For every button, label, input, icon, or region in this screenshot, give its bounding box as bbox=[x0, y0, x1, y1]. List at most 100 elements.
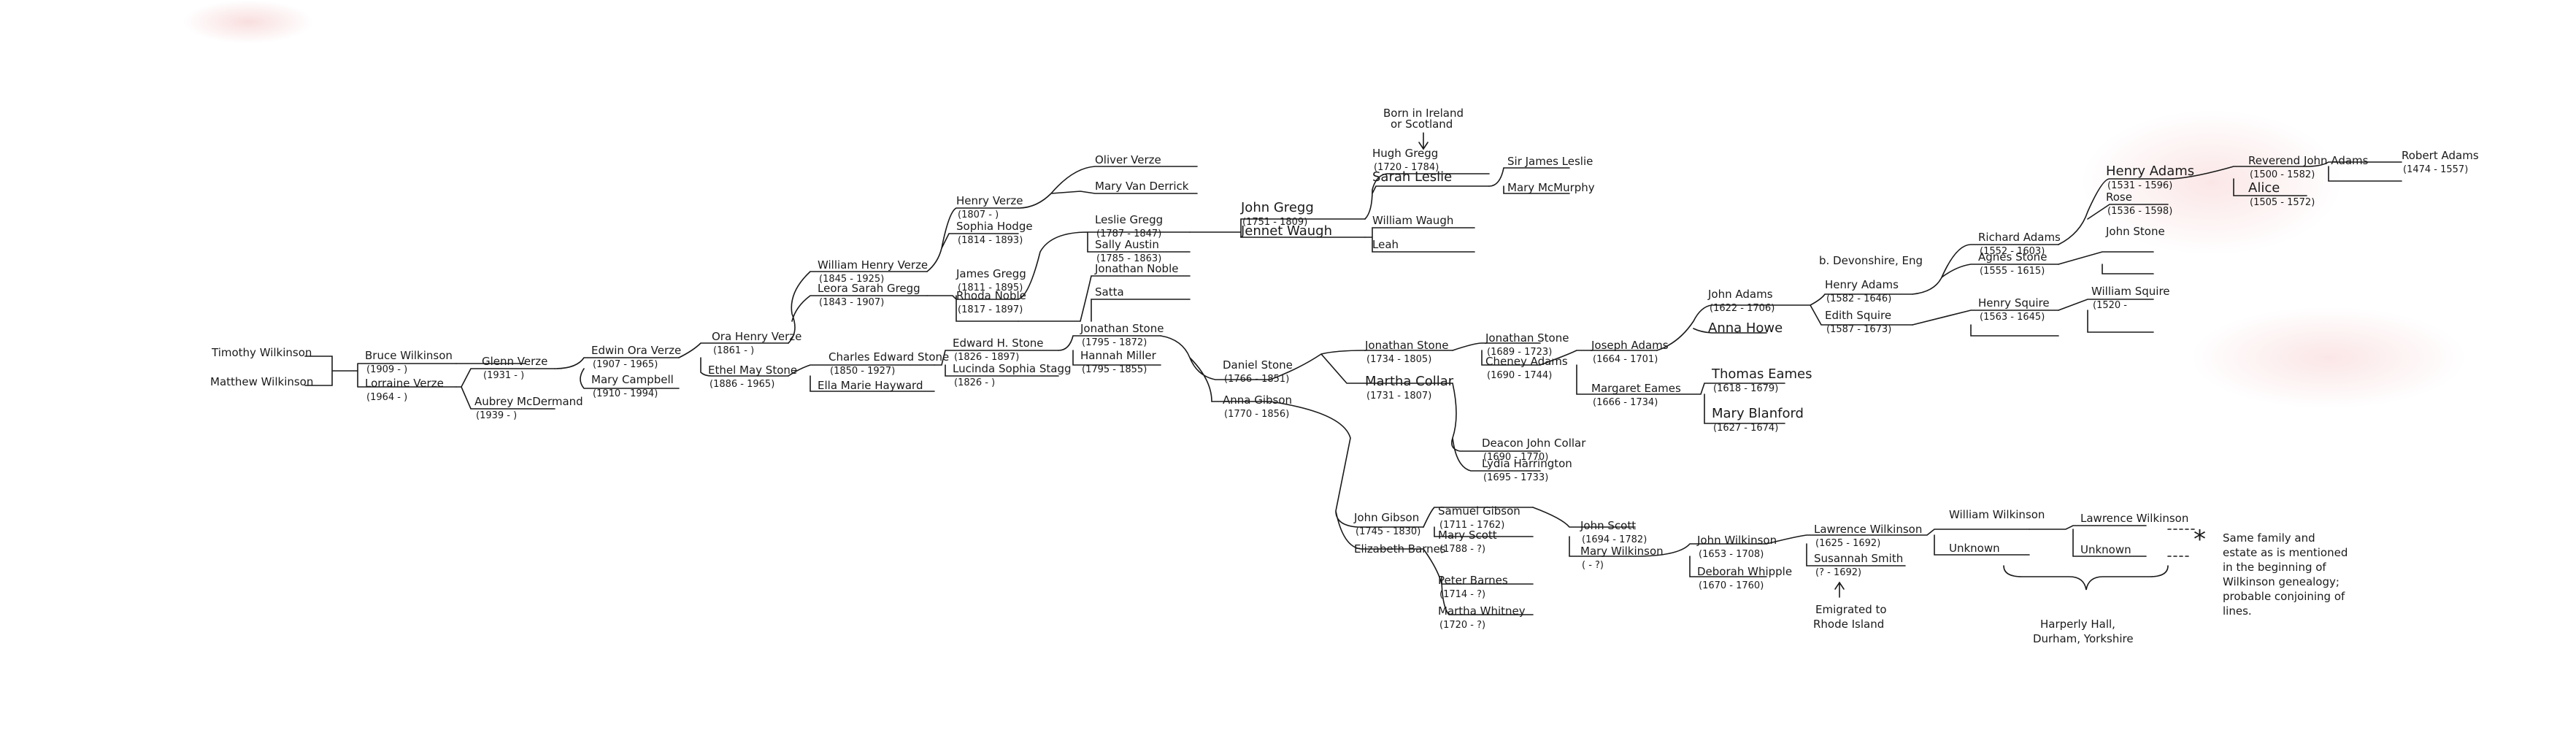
person-name: Sophia Hodge bbox=[956, 220, 1033, 233]
person-dates: (1811 - 1895) bbox=[958, 283, 1023, 293]
person-dates: (1861 - ) bbox=[713, 345, 754, 356]
person-name: Sir James Leslie bbox=[1507, 155, 1593, 168]
person-dates: (1670 - 1760) bbox=[1699, 580, 1764, 591]
person-name: Timothy Wilkinson bbox=[211, 346, 312, 359]
person-name: Edith Squire bbox=[1825, 309, 1891, 322]
person-name: Hugh Gregg bbox=[1372, 147, 1438, 160]
person-name: Jonathan Noble bbox=[1094, 262, 1178, 275]
person-dates: (1587 - 1673) bbox=[1826, 324, 1891, 335]
person-dates: (1795 - 1855) bbox=[1082, 364, 1147, 375]
person-dates: (1795 - 1872) bbox=[1082, 337, 1147, 348]
person-name: Rose bbox=[2106, 191, 2132, 204]
person-name: Lawrence Wilkinson bbox=[2080, 512, 2188, 525]
person-dates: (1711 - 1762) bbox=[1439, 520, 1504, 531]
footnote-line: estate as is mentioned bbox=[2223, 546, 2348, 559]
person-name: Mary Van Derrick bbox=[1095, 180, 1189, 193]
footnote-line: Wilkinson genealogy; bbox=[2223, 575, 2339, 588]
person-dates: (1618 - 1679) bbox=[1713, 383, 1778, 394]
person-dates: (1826 - 1897) bbox=[954, 352, 1019, 363]
person-name: Edward H. Stone bbox=[953, 337, 1044, 350]
tree-connectors bbox=[304, 132, 2402, 615]
person-name: John Wilkinson bbox=[1696, 534, 1777, 547]
person-name: Matthew Wilkinson bbox=[210, 375, 313, 388]
emigrated-note-2: Rhode Island bbox=[1813, 618, 1884, 631]
person-name: Lorraine Verze bbox=[365, 377, 444, 390]
person-dates: (1653 - 1708) bbox=[1699, 549, 1764, 560]
person-dates: (1695 - 1733) bbox=[1483, 472, 1548, 483]
person-name: Ella Marie Hayward bbox=[818, 379, 923, 392]
person-dates: (1731 - 1807) bbox=[1366, 391, 1431, 402]
person-dates: (1555 - 1615) bbox=[1980, 266, 2045, 277]
person-dates: (1826 - ) bbox=[954, 377, 995, 388]
person-name: Henry Adams bbox=[2106, 164, 2194, 179]
person-name: Samuel Gibson bbox=[1438, 504, 1520, 518]
person-dates: (1627 - 1674) bbox=[1713, 423, 1778, 434]
person-dates: (1745 - 1830) bbox=[1356, 526, 1420, 537]
footnote-line: lines. bbox=[2223, 604, 2252, 618]
person-name: Mary Wilkinson bbox=[1580, 545, 1664, 558]
person-dates: (1552 - 1603) bbox=[1980, 246, 2045, 257]
person-name: Lydia Harrington bbox=[1482, 457, 1572, 470]
person-name: Deacon John Collar bbox=[1482, 437, 1586, 450]
person-name: William Wilkinson bbox=[1949, 508, 2045, 521]
person-name: John Adams bbox=[1707, 288, 1773, 301]
person-dates: (1850 - 1927) bbox=[830, 366, 895, 377]
person-name: Aubrey McDermand bbox=[474, 395, 583, 408]
person-name: Reverend John Adams bbox=[2248, 154, 2369, 167]
person-name: Leslie Gregg bbox=[1095, 213, 1163, 226]
person-name: William Squire bbox=[2091, 285, 2170, 298]
person-name: John Scott bbox=[1580, 519, 1636, 532]
person-dates: (? - 1692) bbox=[1815, 567, 1861, 578]
person-name: Thomas Eames bbox=[1711, 366, 1812, 382]
harperly-note: Harperly Hall, bbox=[2040, 618, 2115, 631]
person-dates: ( - ?) bbox=[1582, 560, 1604, 571]
person-name: Susannah Smith bbox=[1814, 552, 1903, 565]
person-dates: (1666 - 1734) bbox=[1593, 397, 1658, 408]
person-name: Jennet Waugh bbox=[1240, 223, 1332, 239]
person-name: Anna Howe bbox=[1708, 320, 1783, 336]
born-ireland-note: Born in Ireland bbox=[1383, 107, 1464, 120]
person-dates: (1931 - ) bbox=[483, 370, 524, 381]
person-name: Satta bbox=[1095, 285, 1124, 299]
person-name: Alice bbox=[2248, 180, 2280, 196]
person-dates: (1751 - 1809) bbox=[1242, 217, 1307, 228]
devonshire-note: b. Devonshire, Eng bbox=[1819, 254, 1923, 267]
person-name: John Gibson bbox=[1353, 511, 1419, 524]
person-name: Joseph Adams bbox=[1591, 339, 1669, 352]
person-name: Oliver Verze bbox=[1095, 153, 1161, 166]
person-dates: (1807 - ) bbox=[958, 210, 999, 220]
person-name: John Stone bbox=[2105, 225, 2165, 238]
person-name: Bruce Wilkinson bbox=[365, 349, 453, 362]
person-dates: (1843 - 1907) bbox=[819, 297, 884, 308]
person-dates: (1788 - ?) bbox=[1439, 544, 1485, 555]
person-dates: (1785 - 1863) bbox=[1096, 253, 1161, 264]
person-dates: (1766 - 1851) bbox=[1224, 374, 1289, 385]
person-dates: (1909 - ) bbox=[366, 364, 407, 375]
person-name: Deborah Whipple bbox=[1697, 565, 1792, 578]
person-name: Jonathan Stone bbox=[1364, 339, 1448, 352]
person-name: Hannah Miller bbox=[1080, 349, 1157, 362]
person-name: Unknown bbox=[1949, 542, 2000, 555]
person-name: William Waugh bbox=[1372, 214, 1453, 227]
person-name: Mary Campbell bbox=[591, 373, 674, 386]
person-name: Jonathan Stone bbox=[1485, 331, 1569, 345]
person-dates: (1689 - 1723) bbox=[1487, 347, 1552, 358]
person-dates: (1787 - 1847) bbox=[1096, 228, 1161, 239]
person-name: Henry Squire bbox=[1978, 296, 2050, 310]
person-dates: (1582 - 1646) bbox=[1826, 293, 1891, 304]
person-name: Peter Barnes bbox=[1438, 574, 1508, 587]
person-name: Robert Adams bbox=[2402, 149, 2479, 162]
person-dates: (1563 - 1645) bbox=[1980, 312, 2045, 323]
person-dates: (1500 - 1582) bbox=[2250, 169, 2315, 180]
person-dates: (1720 - ?) bbox=[1439, 620, 1485, 631]
person-dates: (1714 - ?) bbox=[1439, 589, 1485, 600]
person-name: Cheney Adams bbox=[1485, 355, 1568, 368]
person-name: Ora Henry Verze bbox=[712, 330, 801, 343]
person-name: Sally Austin bbox=[1095, 238, 1159, 251]
harperly-note-2: Durham, Yorkshire bbox=[2033, 632, 2134, 645]
person-dates: (1720 - 1784) bbox=[1374, 162, 1439, 173]
person-dates: (1910 - 1994) bbox=[593, 388, 658, 399]
person-name: Elizabeth Barnes bbox=[1354, 542, 1446, 556]
